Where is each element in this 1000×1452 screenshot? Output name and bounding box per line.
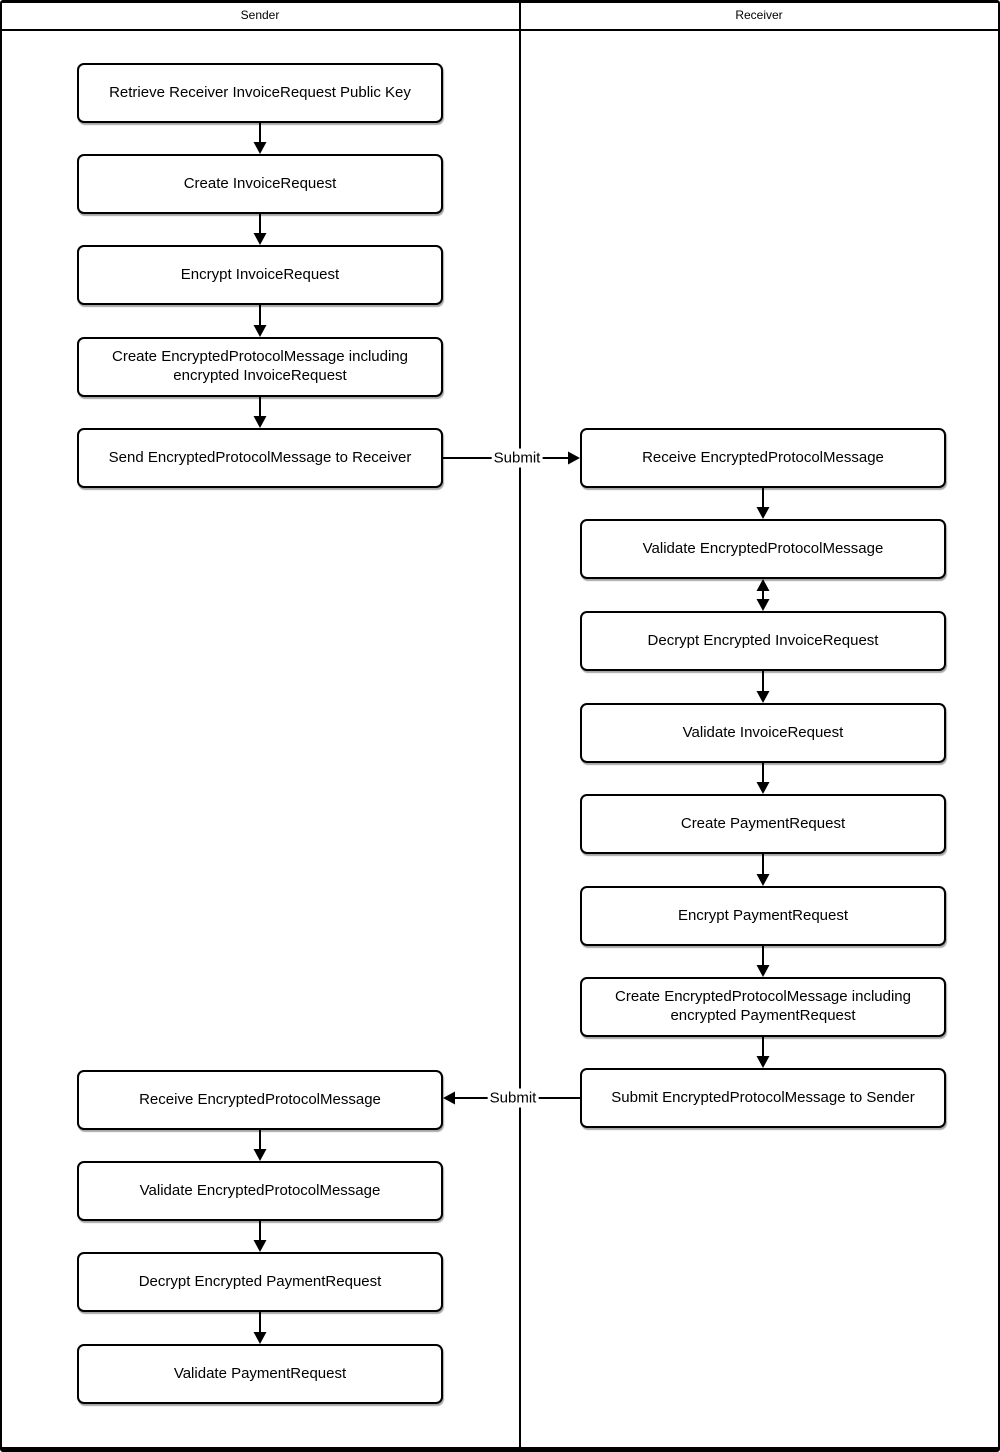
receiver-flow-arrows: [756, 488, 770, 1068]
node-create-paymentrequest: Create PaymentRequest: [580, 794, 946, 854]
node-sender-receive-epm: Receive EncryptedProtocolMessage: [77, 1070, 443, 1130]
header-separator: [0, 29, 1000, 31]
node-encrypt-paymentrequest: Encrypt PaymentRequest: [580, 886, 946, 946]
node-submit-epm-to-sender: Submit EncryptedProtocolMessage to Sende…: [580, 1068, 946, 1128]
node-label: Validate PaymentRequest: [173, 1364, 347, 1382]
node-label: Decrypt Encrypted PaymentRequest: [138, 1272, 382, 1290]
arrowhead-down: [756, 782, 770, 794]
node-create-epm-paymentrequest: Create EncryptedProtocolMessage includin…: [580, 977, 946, 1037]
arrowhead-down: [253, 416, 267, 428]
node-label: Encrypt InvoiceRequest: [180, 265, 340, 283]
node-label: Receive EncryptedProtocolMessage: [642, 448, 884, 466]
node-label: Retrieve Receiver InvoiceRequest Public …: [109, 83, 411, 101]
arrowhead-down: [756, 599, 770, 611]
arrowhead-down: [253, 1240, 267, 1252]
node-label: Create InvoiceRequest: [183, 174, 337, 192]
lane-header-receiver-label: Receiver: [735, 7, 783, 22]
arrowhead-down: [756, 691, 770, 703]
lane-header-sender-label: Sender: [240, 7, 280, 22]
submit-label-to-sender: Submit: [487, 1088, 539, 1108]
submit-label-to-receiver: Submit: [491, 448, 543, 468]
cross-lane-arrows: [443, 451, 580, 1105]
node-label: Create EncryptedProtocolMessage includin…: [112, 348, 408, 384]
arrowhead-down: [253, 1332, 267, 1344]
node-label: Encrypt PaymentRequest: [677, 906, 849, 924]
arrowhead-down: [253, 142, 267, 154]
arrowhead-left: [443, 1091, 455, 1105]
arrowhead-down: [253, 325, 267, 337]
node-label: Decrypt Encrypted InvoiceRequest: [647, 631, 879, 649]
node-label: Receive EncryptedProtocolMessage: [139, 1090, 381, 1108]
arrowhead-right: [568, 451, 580, 465]
lane-header-sender: Sender: [0, 0, 520, 29]
node-validate-paymentrequest: Validate PaymentRequest: [77, 1344, 443, 1404]
node-create-invoicerequest: Create InvoiceRequest: [77, 154, 443, 214]
node-receiver-validate-epm: Validate EncryptedProtocolMessage: [580, 519, 946, 579]
arrowhead-down: [756, 1056, 770, 1068]
node-decrypt-paymentrequest: Decrypt Encrypted PaymentRequest: [77, 1252, 443, 1312]
lane-header-receiver: Receiver: [520, 0, 998, 29]
node-label: Validate InvoiceRequest: [682, 723, 844, 741]
node-label: Validate EncryptedProtocolMessage: [642, 539, 884, 557]
node-send-epm-to-receiver: Send EncryptedProtocolMessage to Receive…: [77, 428, 443, 488]
node-sender-validate-epm: Validate EncryptedProtocolMessage: [77, 1161, 443, 1221]
lane-divider: [519, 0, 521, 1452]
node-label: Create PaymentRequest: [680, 814, 846, 832]
arrowhead-down: [253, 233, 267, 245]
node-label: Create EncryptedProtocolMessage includin…: [615, 988, 911, 1024]
arrowhead-up: [756, 579, 770, 591]
arrowhead-down: [253, 1149, 267, 1161]
node-validate-invoicerequest: Validate InvoiceRequest: [580, 703, 946, 763]
node-receiver-receive-epm: Receive EncryptedProtocolMessage: [580, 428, 946, 488]
sender-flow-arrows: [253, 123, 267, 1344]
node-label: Submit EncryptedProtocolMessage to Sende…: [611, 1088, 915, 1106]
node-encrypt-invoicerequest: Encrypt InvoiceRequest: [77, 245, 443, 305]
arrowhead-down: [756, 874, 770, 886]
node-retrieve-public-key: Retrieve Receiver InvoiceRequest Public …: [77, 63, 443, 123]
node-decrypt-invoicerequest: Decrypt Encrypted InvoiceRequest: [580, 611, 946, 671]
node-create-epm-invoicerequest: Create EncryptedProtocolMessage includin…: [77, 337, 443, 397]
arrowhead-down: [756, 965, 770, 977]
arrowhead-down: [756, 507, 770, 519]
node-label: Send EncryptedProtocolMessage to Receive…: [108, 448, 412, 466]
node-label: Validate EncryptedProtocolMessage: [139, 1181, 381, 1199]
